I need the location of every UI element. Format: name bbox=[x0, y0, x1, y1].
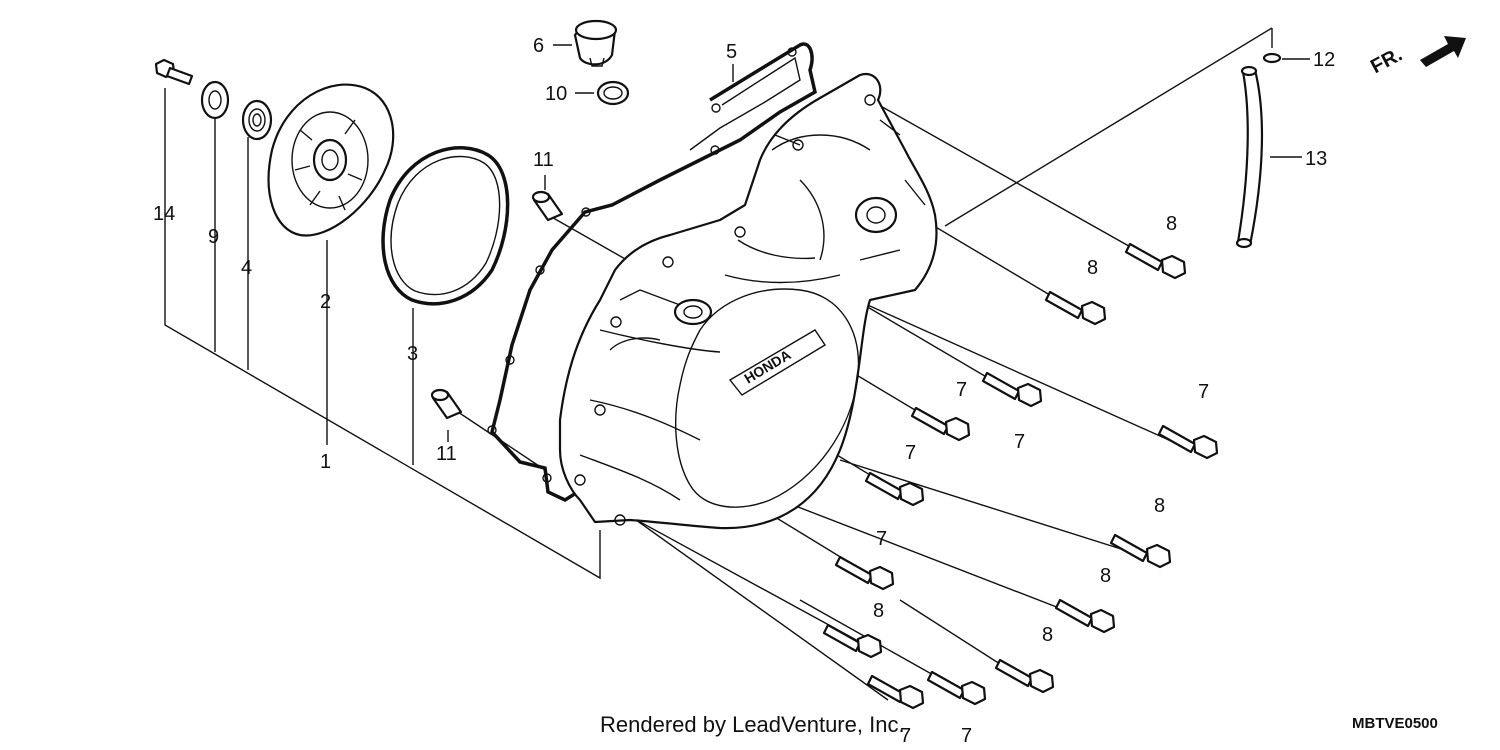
bolt-7-d bbox=[864, 471, 925, 507]
callout-4: 4 bbox=[241, 257, 252, 279]
callout-7-a: 7 bbox=[1014, 431, 1025, 453]
callout-11-lower: 11 bbox=[436, 443, 457, 465]
callout-13: 13 bbox=[1305, 148, 1327, 170]
bolt-7-c bbox=[1157, 424, 1219, 460]
bolt-8-a bbox=[1124, 242, 1187, 280]
o-ring-3 bbox=[381, 146, 510, 306]
washer-10 bbox=[596, 80, 630, 106]
callout-1: 1 bbox=[320, 451, 331, 473]
callout-7-f: 7 bbox=[900, 725, 911, 747]
breather-hose-13 bbox=[1235, 65, 1264, 249]
dowel-pin-11-upper bbox=[531, 190, 564, 222]
bolt-7-e bbox=[834, 555, 895, 591]
oil-seal-4 bbox=[241, 99, 273, 141]
callout-7-c: 7 bbox=[1198, 381, 1209, 403]
callout-12: 12 bbox=[1313, 49, 1335, 71]
callout-9: 9 bbox=[208, 226, 219, 248]
callout-14: 14 bbox=[153, 203, 175, 225]
oil-filler-cap-6 bbox=[573, 19, 618, 67]
bolt-8-d bbox=[1054, 598, 1116, 634]
callout-6: 6 bbox=[533, 35, 544, 57]
callout-7-g: 7 bbox=[961, 725, 972, 747]
diagram-code: MBTVE0500 bbox=[1352, 715, 1438, 732]
callout-3: 3 bbox=[407, 343, 418, 365]
bolts bbox=[822, 242, 1219, 710]
callout-2: 2 bbox=[320, 291, 331, 313]
cover-gasket-5 bbox=[487, 42, 817, 502]
bolt-8-f bbox=[994, 658, 1055, 694]
callout-10: 10 bbox=[545, 83, 567, 105]
render-credit: Rendered by LeadVenture, Inc. bbox=[600, 712, 905, 737]
callout-labels: 14 9 4 2 3 1 6 10 5 11 11 12 13 8 8 7 7 … bbox=[153, 35, 1335, 747]
callout-11-upper: 11 bbox=[533, 149, 554, 171]
clip-12 bbox=[1262, 52, 1282, 64]
callout-5: 5 bbox=[726, 41, 737, 63]
callout-7-b: 7 bbox=[956, 379, 967, 401]
bolt-8-b bbox=[1044, 290, 1107, 326]
oil-seal-9 bbox=[200, 80, 230, 120]
callout-8-b: 8 bbox=[1087, 257, 1098, 279]
callout-8-a: 8 bbox=[1166, 213, 1177, 235]
bolt-7-a bbox=[981, 371, 1043, 408]
bolt-7-b bbox=[910, 406, 971, 442]
callout-8-e: 8 bbox=[873, 600, 884, 622]
callout-7-e: 7 bbox=[876, 528, 887, 550]
callout-7-d: 7 bbox=[905, 442, 916, 464]
dowel-pin-11-lower bbox=[430, 388, 463, 420]
cover-plate-2 bbox=[267, 83, 395, 237]
callout-8-f: 8 bbox=[1042, 624, 1053, 646]
bolt-14 bbox=[154, 58, 194, 86]
left-crankcase-cover-1: HONDA bbox=[558, 72, 938, 530]
callout-8-d: 8 bbox=[1100, 565, 1111, 587]
callout-8-c: 8 bbox=[1154, 495, 1165, 517]
front-direction-arrow bbox=[1420, 36, 1466, 67]
bolt-7-f bbox=[866, 674, 925, 710]
bolt-7-g bbox=[926, 670, 987, 706]
bolt-8-c bbox=[1109, 533, 1172, 569]
bolt-8-e bbox=[822, 623, 883, 659]
